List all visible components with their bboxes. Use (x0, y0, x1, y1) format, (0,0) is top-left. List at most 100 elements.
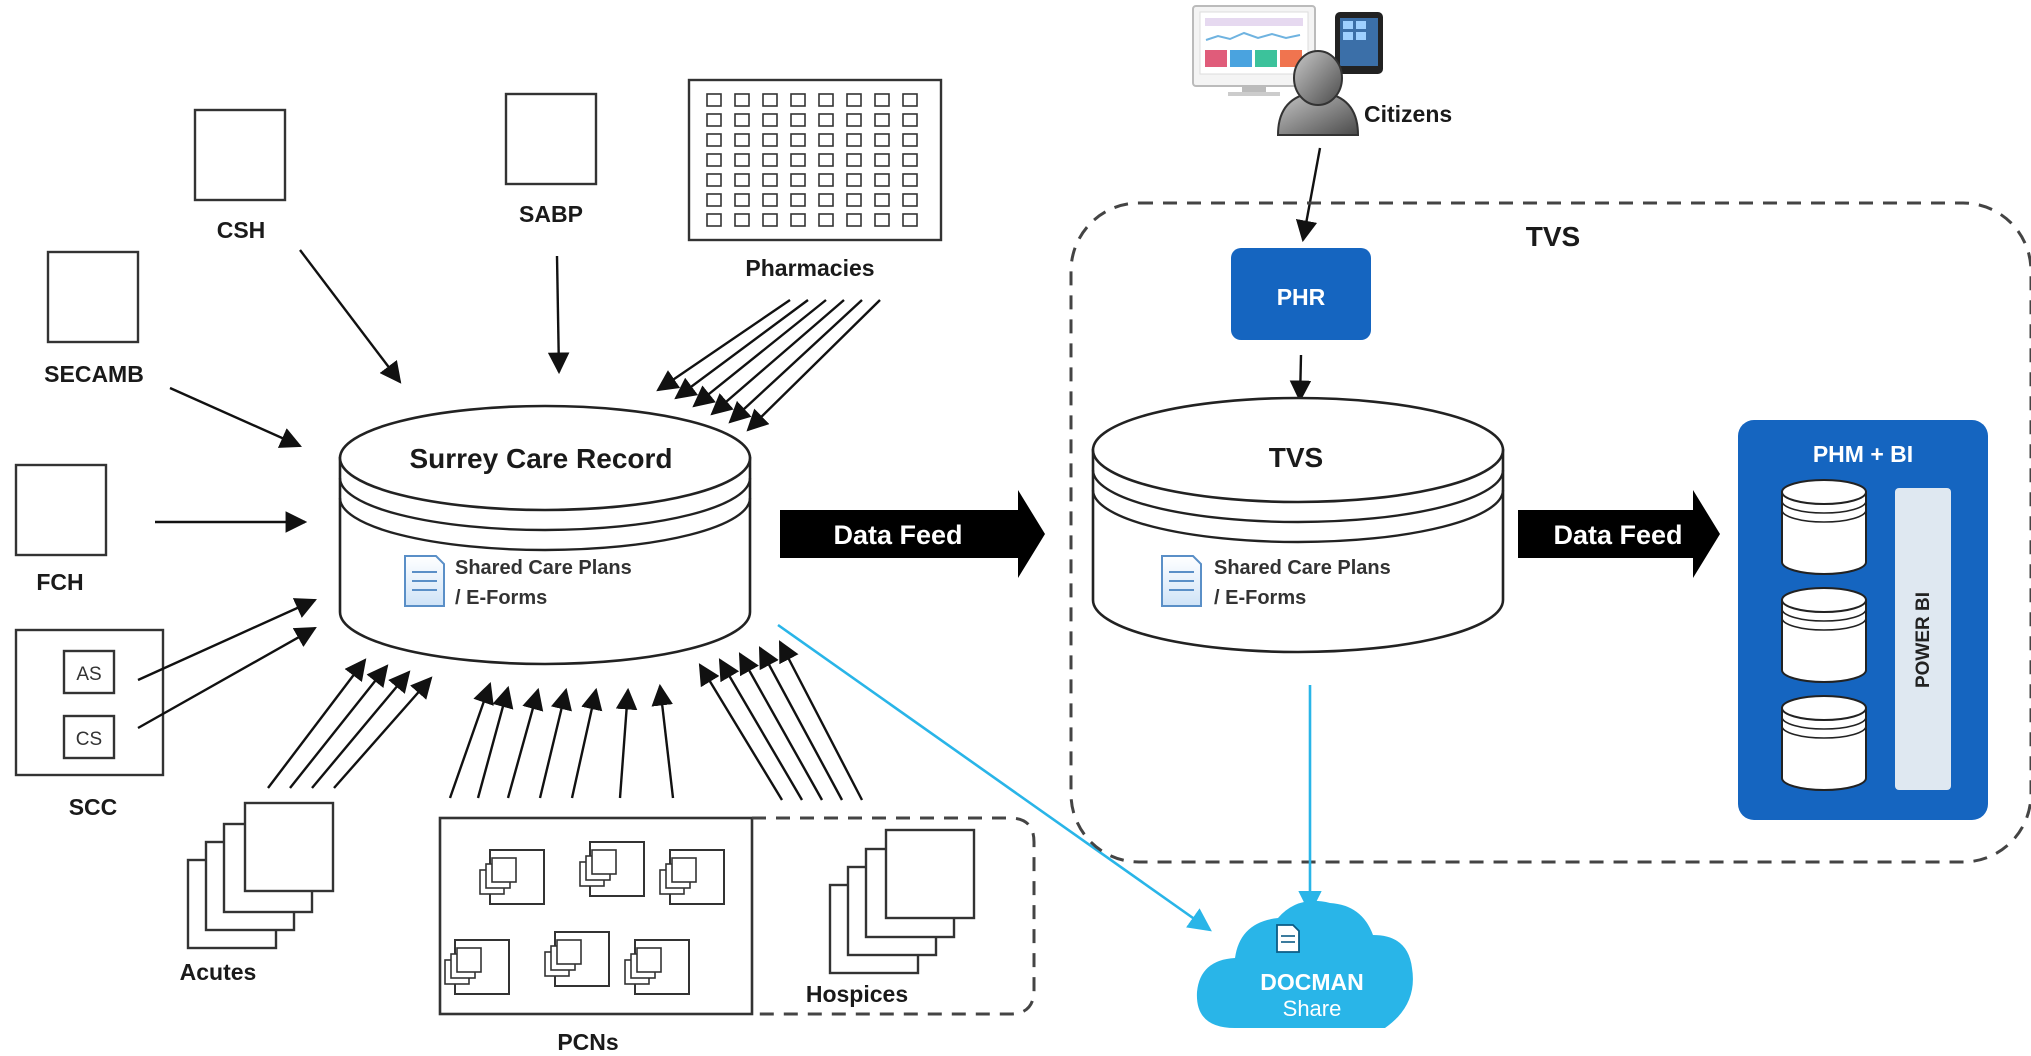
pcn-practice-page (556, 939, 582, 965)
pharmacy-cell (902, 213, 918, 227)
sabp-box (504, 92, 598, 186)
arrow-surrey-to-docman (777, 623, 1212, 932)
scc-label: SCC (69, 794, 118, 820)
pharmacy-cell (790, 193, 806, 207)
source-csh: CSH (193, 108, 287, 243)
phr-box (1231, 248, 1371, 340)
pharmacy-cell (874, 153, 890, 167)
arrow-hospice (698, 663, 784, 801)
acutes-page-1 (243, 801, 335, 893)
data-feed-2-shape (1518, 490, 1720, 578)
pharmacy-cell (790, 113, 806, 127)
pharmacy-cell (874, 133, 890, 147)
secamb-box (46, 250, 140, 344)
surrey-care-record-db: Surrey Care Record Shared Care Plans / E… (338, 404, 752, 666)
arrow-scc-cs (137, 626, 317, 730)
pcn-icons (444, 841, 725, 995)
source-fch: FCH (14, 463, 108, 595)
arrow-pharmacy (656, 299, 791, 392)
arrow-pcn (651, 683, 675, 799)
arrows-pcns (448, 681, 675, 799)
pharmacy-cell (846, 213, 862, 227)
phm-db-band (1781, 500, 1867, 514)
pharmacy-cell (790, 173, 806, 187)
surrey-document-icon (404, 555, 445, 607)
arrow-pcn (615, 687, 638, 799)
pharmacy-cell (706, 213, 722, 227)
csh-box (193, 108, 287, 202)
pharmacy-cell (846, 113, 862, 127)
pharmacy-cell (706, 173, 722, 187)
arrow-acute (333, 676, 433, 789)
csh-label: CSH (217, 217, 266, 243)
phr-label: PHR (1277, 284, 1326, 310)
pharmacy-cell (818, 133, 834, 147)
pharmacy-cell (762, 213, 778, 227)
hospices-page-1 (884, 828, 976, 920)
secamb-label: SECAMB (44, 361, 144, 387)
source-sabp: SABP (504, 92, 598, 227)
data-feed-1-label: Data Feed (833, 520, 962, 550)
pharmacy-cell (706, 93, 722, 107)
tablet-icon (1335, 12, 1383, 74)
acutes-label: Acutes (180, 959, 257, 985)
pharmacy-cell (762, 153, 778, 167)
tvs-db: TVS Shared Care Plans / E-Forms (1091, 396, 1505, 654)
arrow-hospice (718, 658, 804, 801)
powerbi-label: POWER BI (1913, 592, 1934, 688)
surrey-cylinder-body (338, 456, 752, 666)
tvs-cylinder-band-1 (1091, 469, 1505, 524)
arrow-pcn (448, 681, 494, 799)
scc-as-box (62, 649, 116, 695)
pharmacy-cell (762, 193, 778, 207)
pcn-practice-page (456, 947, 482, 973)
phm-db-band (1781, 509, 1867, 523)
arrow-scc-as (137, 598, 317, 682)
pharmacy-cell (790, 213, 806, 227)
pcn-practice-page (491, 857, 517, 883)
pharmacy-cell (902, 193, 918, 207)
phm-bi-node: PHM + BI POWER BI (1738, 420, 1988, 820)
scc-as-label: AS (76, 664, 101, 685)
citizens: Citizens (1192, 5, 1452, 136)
monitor-icon (1192, 5, 1316, 96)
arrow-phr-to-tvs (1289, 354, 1312, 403)
data-feed-1-shape (780, 490, 1045, 578)
phm-db-body (1781, 707, 1867, 791)
hospices-label: Hospices (806, 981, 908, 1007)
pharmacy-cell (734, 133, 750, 147)
pcn-practice-page (636, 947, 662, 973)
pharmacy-cell (902, 113, 918, 127)
pharmacy-cell (902, 153, 918, 167)
pharmacies-grid (706, 93, 918, 227)
arrow-acute (311, 670, 411, 789)
pharmacy-cell (846, 93, 862, 107)
pharmacy-cell (846, 153, 862, 167)
pharmacy-cell (818, 93, 834, 107)
phm-db-band (1781, 716, 1867, 730)
arrow-pharmacy (746, 299, 881, 432)
pharmacy-cell (818, 113, 834, 127)
cloud-shape (1196, 900, 1413, 1028)
data-feed-2-label: Data Feed (1553, 520, 1682, 550)
arrows-hospices (698, 640, 864, 801)
phm-db-top (1781, 695, 1867, 721)
arrow-hospice (758, 646, 844, 801)
pharmacy-cell (846, 133, 862, 147)
arrow-acute (289, 664, 389, 789)
scc-cs-label: CS (76, 729, 102, 750)
surrey-cylinder-band-1 (338, 477, 752, 532)
hospices-dashed-box (752, 816, 1036, 1016)
tvs-db-title: TVS (1269, 442, 1323, 473)
arrow-hospice (738, 652, 824, 801)
pharmacy-cell (762, 93, 778, 107)
tvs-group-boundary (1069, 201, 2031, 864)
arrow-pcn (570, 687, 603, 799)
pharmacy-cell (734, 213, 750, 227)
phm-db-body (1781, 491, 1867, 575)
pharmacy-cell (818, 193, 834, 207)
pharmacy-cell (874, 213, 890, 227)
phr-node: PHR (1231, 248, 1371, 340)
powerbi-panel (1895, 488, 1951, 790)
arrows-pharmacies (656, 299, 881, 432)
